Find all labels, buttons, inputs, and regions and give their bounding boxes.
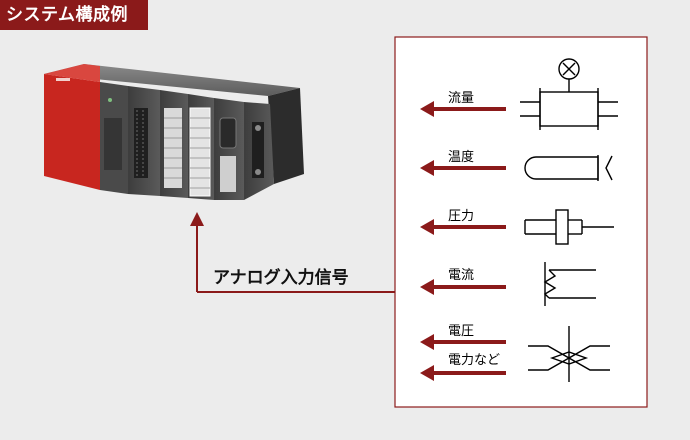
- section-title: システム構成例: [0, 0, 148, 30]
- signal-labels: 流量 温度 圧力 電流 電圧 電力など: [448, 91, 500, 368]
- flow-meter-icon: [520, 58, 618, 130]
- connector-label: アナログ入力信号: [213, 267, 349, 288]
- temperature-sensor-icon: [524, 155, 613, 181]
- pressure-sensor-icon: [524, 209, 614, 245]
- signal-label-temperature: 温度: [448, 149, 474, 165]
- signal-label-voltage: 電圧: [448, 324, 474, 339]
- current-transformer-icon: [543, 262, 596, 306]
- signal-label-current: 電流: [448, 268, 474, 283]
- connector-arrowhead: [190, 212, 204, 226]
- signal-label-power: 電力など: [448, 353, 500, 368]
- analog-signal-connector: [196, 224, 395, 293]
- plc-rack-image: [44, 64, 304, 200]
- voltage-power-icon: [528, 326, 610, 382]
- signal-arrows: [420, 101, 506, 381]
- signal-label-flow: 流量: [448, 91, 474, 106]
- signal-label-pressure: 圧力: [448, 209, 474, 224]
